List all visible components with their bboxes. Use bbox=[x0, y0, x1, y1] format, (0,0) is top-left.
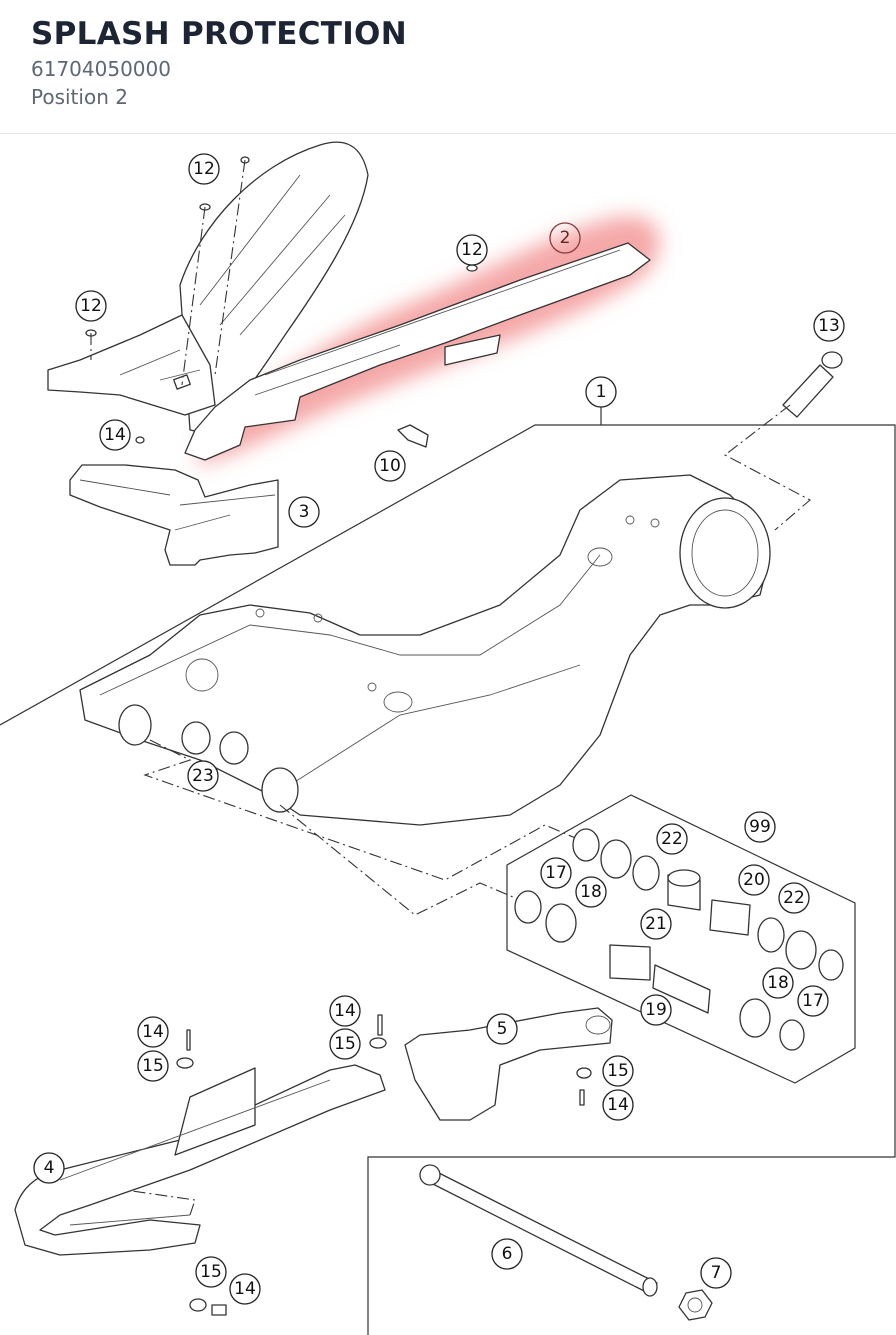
svg-text:17: 17 bbox=[802, 991, 824, 1011]
svg-text:15: 15 bbox=[200, 1262, 222, 1282]
svg-text:19: 19 bbox=[645, 1000, 667, 1020]
svg-text:7: 7 bbox=[711, 1263, 722, 1283]
group-frames bbox=[0, 407, 896, 1335]
chain-guard-item-2 bbox=[184, 242, 651, 461]
swingarm-group-frame bbox=[0, 424, 896, 1335]
callout-10[interactable]: 10 bbox=[374, 450, 406, 482]
svg-text:14: 14 bbox=[234, 1279, 256, 1299]
callout-99[interactable]: 99 bbox=[744, 811, 776, 843]
callout-5[interactable]: 5 bbox=[486, 1013, 518, 1045]
part-number: 61704050000 bbox=[31, 57, 171, 81]
callout-4[interactable]: 4 bbox=[33, 1152, 65, 1184]
bearing-kit-frame bbox=[506, 794, 856, 1084]
callout-12[interactable]: 12 bbox=[188, 153, 220, 185]
svg-text:23: 23 bbox=[192, 766, 214, 786]
page-header: SPLASH PROTECTION 61704050000 Position 2 bbox=[0, 0, 896, 134]
callout-20[interactable]: 20 bbox=[738, 864, 770, 896]
callout-3[interactable]: 3 bbox=[288, 496, 320, 528]
svg-text:17: 17 bbox=[545, 863, 567, 883]
svg-text:14: 14 bbox=[607, 1095, 629, 1115]
svg-text:12: 12 bbox=[193, 159, 215, 179]
callout-12[interactable]: 12 bbox=[456, 234, 488, 266]
chain-guide-item-5 bbox=[404, 1007, 613, 1121]
sprocket-cover-item-3 bbox=[69, 464, 279, 566]
callout-17[interactable]: 17 bbox=[540, 857, 572, 889]
svg-text:5: 5 bbox=[497, 1019, 508, 1039]
svg-text:2: 2 bbox=[560, 228, 571, 248]
callout-22[interactable]: 22 bbox=[656, 823, 688, 855]
svg-text:20: 20 bbox=[743, 870, 765, 890]
callout-15[interactable]: 15 bbox=[329, 1028, 361, 1060]
callout-15[interactable]: 15 bbox=[195, 1256, 227, 1288]
position-label: Position 2 bbox=[31, 85, 128, 109]
svg-text:12: 12 bbox=[461, 240, 483, 260]
fasteners-lower bbox=[176, 1014, 592, 1316]
svg-text:14: 14 bbox=[142, 1022, 164, 1042]
callout-17[interactable]: 17 bbox=[797, 985, 829, 1017]
svg-text:3: 3 bbox=[299, 502, 310, 522]
svg-text:13: 13 bbox=[818, 316, 840, 336]
svg-text:15: 15 bbox=[607, 1061, 629, 1081]
callout-18[interactable]: 18 bbox=[762, 967, 794, 999]
callout-14[interactable]: 14 bbox=[229, 1273, 261, 1305]
callout-15[interactable]: 15 bbox=[137, 1050, 169, 1082]
callout-14[interactable]: 14 bbox=[329, 995, 361, 1027]
svg-text:1: 1 bbox=[596, 382, 607, 402]
svg-text:14: 14 bbox=[104, 425, 126, 445]
svg-text:99: 99 bbox=[749, 817, 771, 837]
callout-6[interactable]: 6 bbox=[491, 1238, 523, 1270]
callout-1[interactable]: 1 bbox=[585, 376, 617, 408]
svg-text:10: 10 bbox=[379, 456, 401, 476]
svg-text:22: 22 bbox=[661, 829, 683, 849]
callout-12[interactable]: 12 bbox=[75, 290, 107, 322]
swingarm bbox=[79, 474, 771, 826]
svg-text:15: 15 bbox=[334, 1034, 356, 1054]
callout-14[interactable]: 14 bbox=[137, 1016, 169, 1048]
svg-text:14: 14 bbox=[334, 1001, 356, 1021]
small-parts bbox=[85, 156, 843, 765]
chain-slider-item-4 bbox=[14, 1064, 386, 1256]
svg-text:22: 22 bbox=[783, 888, 805, 908]
page-title: SPLASH PROTECTION bbox=[31, 16, 407, 52]
svg-text:6: 6 bbox=[502, 1244, 513, 1264]
svg-text:21: 21 bbox=[645, 914, 667, 934]
callout-2[interactable]: 2 bbox=[549, 222, 581, 254]
callout-21[interactable]: 21 bbox=[640, 908, 672, 940]
callout-15[interactable]: 15 bbox=[602, 1055, 634, 1087]
axle-nut-item-7 bbox=[678, 1289, 713, 1321]
callout-18[interactable]: 18 bbox=[575, 876, 607, 908]
callout-13[interactable]: 13 bbox=[813, 310, 845, 342]
svg-text:15: 15 bbox=[142, 1056, 164, 1076]
callout-7[interactable]: 7 bbox=[700, 1257, 732, 1289]
callout-19[interactable]: 19 bbox=[640, 994, 672, 1026]
callout-23[interactable]: 23 bbox=[187, 760, 219, 792]
callout-22[interactable]: 22 bbox=[778, 882, 810, 914]
svg-text:4: 4 bbox=[44, 1158, 55, 1178]
svg-text:18: 18 bbox=[767, 973, 789, 993]
axle-item-6 bbox=[419, 1164, 658, 1297]
callout-14[interactable]: 14 bbox=[99, 419, 131, 451]
assembly-lines bbox=[89, 159, 811, 1216]
bearing-kit-parts bbox=[514, 828, 844, 1051]
svg-text:18: 18 bbox=[580, 882, 602, 902]
exploded-parts-diagram: 12 12 12 2 13 1 14 10 3 23 99 22 17 18 2… bbox=[0, 141, 896, 1335]
callout-14[interactable]: 14 bbox=[602, 1089, 634, 1121]
svg-text:12: 12 bbox=[80, 296, 102, 316]
